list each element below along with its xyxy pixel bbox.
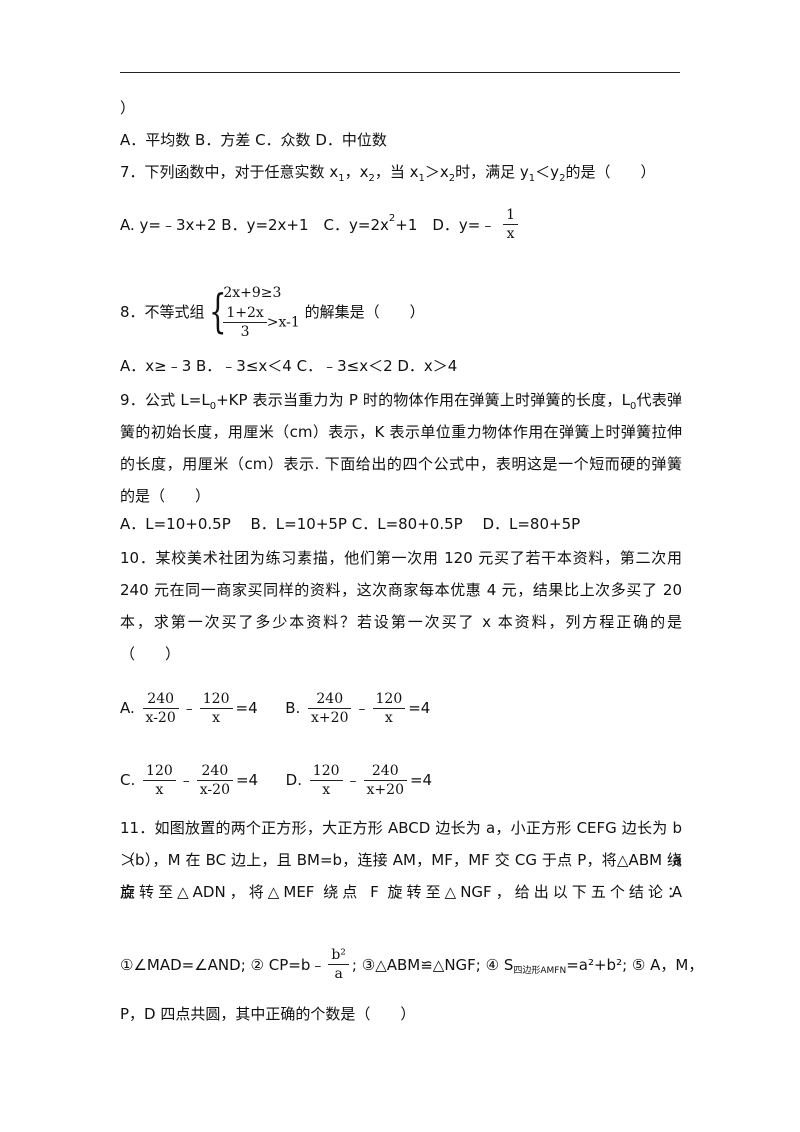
q9-options: A．L=10+0.5P B．L=10+5P C．L=80+0.5P D．L=80… — [120, 515, 581, 533]
continuation-paren: ） — [120, 99, 136, 117]
q6-options: A．平均数 B．方差 C．众数 D．中位数 — [120, 131, 387, 149]
q10-paragraph: 10．某校美术社团为练习素描，他们第一次用 120 元买了若干本资料，第二次用 … — [120, 549, 682, 663]
q11-paragraph: 11．如图放置的两个正方形，大正方形 ABCD 边长为 a，小正方形 CEFG … — [120, 819, 682, 901]
q9-paragraph: 9．公式 L=L0+KP 表示当重力为 P 时的物体作用在弹簧上时弹簧的长度，L… — [120, 391, 682, 505]
q8-options: A．x≥﹣3 B．﹣3≤x＜4 C．﹣3≤x＜2 D．x＞4 — [120, 357, 458, 375]
header-rule — [120, 72, 680, 73]
q11-last-line: P，D 四点共圆，其中正确的个数是（ ） — [120, 1005, 416, 1023]
q7-stem: 7．下列函数中，对于任意实数 x1，x2，当 x1＞x2时，满足 y1＜y2的是… — [120, 163, 656, 184]
